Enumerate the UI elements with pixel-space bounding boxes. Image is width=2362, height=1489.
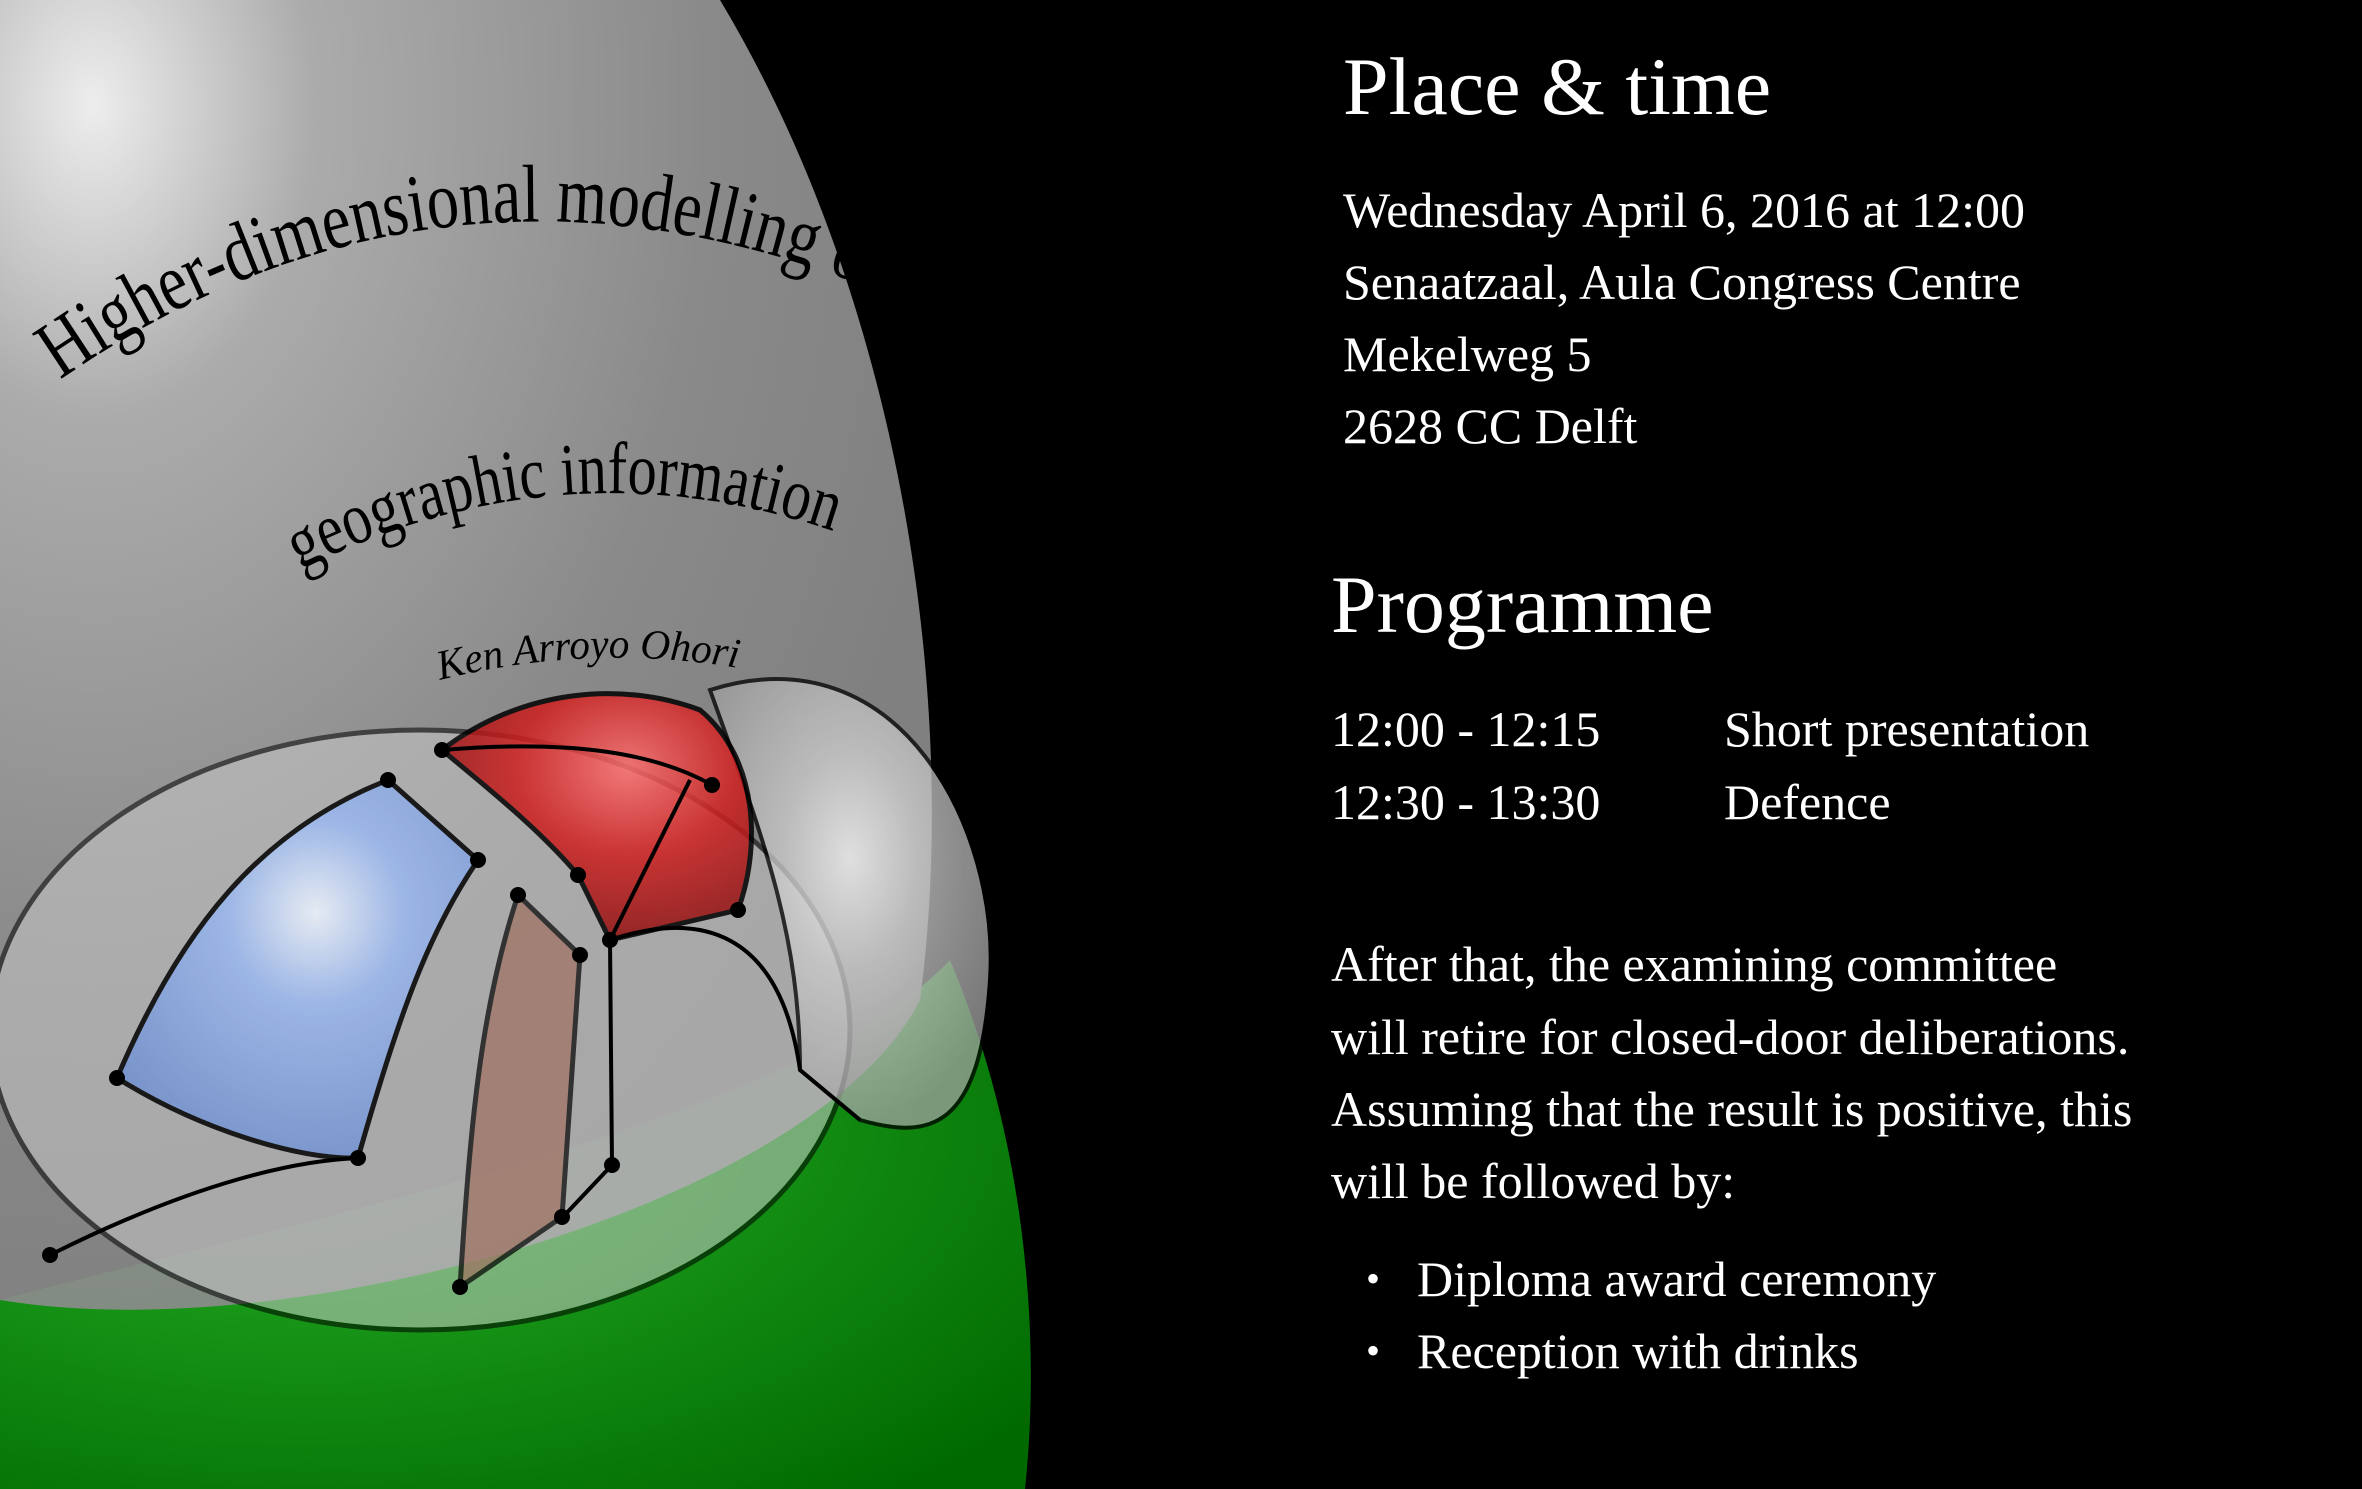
programme-paragraph-line: Assuming that the result is positive, th… [1331, 1081, 2133, 1137]
schedule-event: Defence [1724, 774, 1891, 830]
place-time-heading: Place & time [1343, 41, 1772, 132]
blue-cell [113, 777, 482, 1161]
bullet-icon: • [1366, 1256, 1381, 1301]
bullet-item: Reception with drinks [1417, 1323, 1859, 1379]
red-cell [437, 691, 754, 943]
programme-heading: Programme [1331, 559, 1714, 650]
programme-paragraph-line: After that, the examining committee [1331, 936, 2058, 992]
schedule-event: Short presentation [1724, 701, 2090, 757]
bullet-item: Diploma award ceremony [1417, 1251, 1937, 1307]
vertex-dots [42, 742, 746, 1295]
place-time-line: 2628 CC Delft [1343, 398, 1638, 454]
schedule-time: 12:30 - 13:30 [1331, 774, 1601, 830]
place-time-line: Senaatzaal, Aula Congress Centre [1343, 254, 2021, 310]
programme-paragraph-line: will retire for closed-door deliberation… [1331, 1009, 2130, 1065]
bullet-icon: • [1366, 1328, 1381, 1373]
polytope-cells [0, 677, 993, 1333]
place-time-line: Wednesday April 6, 2016 at 12:00 [1343, 182, 2025, 238]
programme-paragraph-line: will be followed by: [1331, 1153, 1736, 1209]
place-time-line: Mekelweg 5 [1343, 326, 1592, 382]
schedule-time: 12:00 - 12:15 [1331, 701, 1601, 757]
right-lobe [707, 677, 993, 1130]
